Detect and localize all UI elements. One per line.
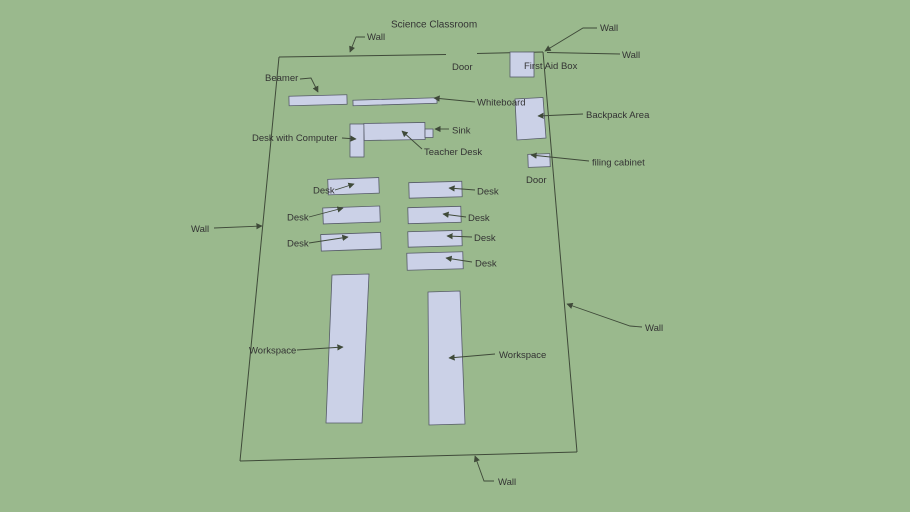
wall-right-upper-leader <box>546 52 621 55</box>
wall-top-label: Wall <box>367 32 385 43</box>
desk-label: Desk <box>468 213 490 224</box>
desk-leader <box>334 182 355 191</box>
backpack-area-label: Backpack Area <box>586 110 650 121</box>
desk-shape <box>407 229 463 248</box>
desk-with-computer-label: Desk with Computer <box>252 133 338 144</box>
wall-top-right-leader <box>544 27 597 52</box>
desk-leader <box>442 211 467 218</box>
wall-right-lower-leader <box>566 302 643 328</box>
whiteboard-shape <box>352 97 438 107</box>
desk-shape <box>320 232 382 252</box>
desk-shape <box>327 177 380 196</box>
diagram-title: Science Classroom <box>391 20 477 31</box>
wall-right-lower-label: Wall <box>645 323 663 334</box>
wall-right-upper-label: Wall <box>622 50 640 61</box>
sink-label: Sink <box>452 126 471 137</box>
workspace-shape <box>427 290 466 426</box>
wall-left-label: Wall <box>191 224 209 235</box>
desk-label: Desk <box>474 233 496 244</box>
desk-label: Desk <box>475 259 497 270</box>
filing-cabinet-leader <box>530 152 590 162</box>
wall-top-left-segment <box>278 54 447 58</box>
sink-shape <box>424 128 434 138</box>
desk-label: Desk <box>477 187 499 198</box>
teacher-desk-shape <box>363 122 426 141</box>
desk-label: Desk <box>313 186 335 197</box>
desk-label: Desk <box>287 239 309 250</box>
leader-lines <box>213 27 643 482</box>
desk-leader <box>448 185 476 192</box>
beamer-shape <box>288 94 348 107</box>
teacher-desk-label: Teacher Desk <box>424 147 482 158</box>
workspace-label: Workspace <box>499 350 546 361</box>
desk-leader <box>308 234 349 244</box>
wall-left <box>239 56 280 462</box>
desk-label: Desk <box>287 213 309 224</box>
desk-with-computer-leader <box>341 135 357 142</box>
beamer-label: Beamer <box>265 73 298 84</box>
room-outline <box>239 51 578 462</box>
desk-leader <box>445 255 473 263</box>
desk-shape <box>322 205 381 225</box>
whiteboard-label: Whiteboard <box>477 98 526 109</box>
desk-leader <box>446 233 473 240</box>
backpack-area-leader <box>537 112 584 119</box>
first-aid-box-shape <box>509 51 535 78</box>
first-aid-box-label: First Aid Box <box>524 61 578 72</box>
desk-with-computer-shape <box>349 123 365 158</box>
wall-bottom-label: Wall <box>498 477 516 488</box>
workspace-label: Workspace <box>249 346 296 357</box>
workspace-shape <box>325 273 370 424</box>
desk-shape <box>407 205 462 225</box>
filing-cabinet-label: filing cabinet <box>592 158 645 169</box>
wall-bottom <box>239 451 578 462</box>
teacher-desk-leader <box>401 130 423 150</box>
desk-leader <box>308 206 344 218</box>
wall-left-leader <box>213 223 263 230</box>
whiteboard-leader <box>433 95 476 103</box>
door-right-label: Door <box>526 175 547 186</box>
workspace-leader <box>296 344 344 351</box>
desk-shape <box>406 251 464 271</box>
wall-top-right-label: Wall <box>600 23 618 34</box>
furniture-layer <box>288 51 551 426</box>
wall-bottom-leader <box>473 455 494 482</box>
workspace-leader <box>448 353 496 361</box>
wall-right <box>542 51 578 453</box>
door-top-label: Door <box>452 62 473 73</box>
beamer-leader <box>299 77 319 93</box>
wall-top-leader <box>349 36 365 53</box>
backpack-area-shape <box>514 97 547 141</box>
text-labels: Science Classroom Wall Door Wall Wall Fi… <box>191 20 663 489</box>
desk-shape <box>408 180 463 199</box>
